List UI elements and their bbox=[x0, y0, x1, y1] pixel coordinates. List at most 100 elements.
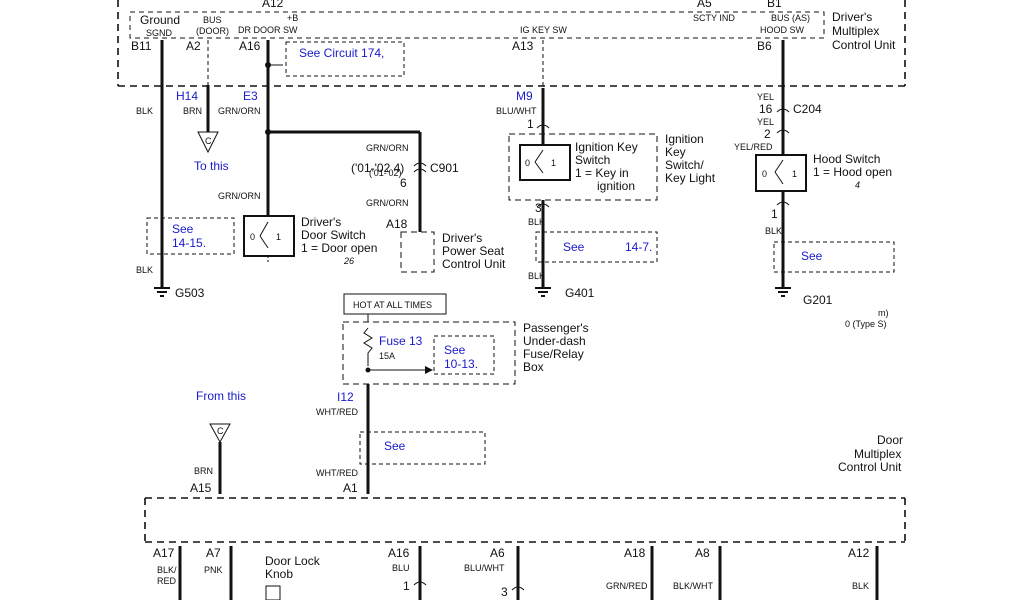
blk-door-label: BLK bbox=[852, 581, 869, 591]
see-ref-ign[interactable]: See bbox=[563, 240, 585, 254]
connector-c-triangle bbox=[197, 131, 219, 154]
door-unit-title-line2: Multiplex bbox=[854, 447, 901, 461]
c901-label: C901 bbox=[430, 161, 459, 175]
blk-red-label-1: BLK/ bbox=[157, 565, 177, 575]
ign-switch-subtitle: Switch bbox=[575, 153, 610, 167]
connector-c-label-2: C bbox=[217, 426, 224, 436]
connector-i12: I12 bbox=[337, 390, 354, 404]
ignition-key-circuit: M9 BLU/WHT 1 0 1 Ignition Key Switch 1 =… bbox=[496, 40, 716, 300]
bus-door-label: (DOOR) bbox=[196, 26, 229, 36]
note-m: m) bbox=[878, 308, 889, 318]
brn-wire-label: BRN bbox=[183, 106, 202, 116]
fuse-box-line3: Fuse/Relay bbox=[523, 347, 584, 361]
door-unit-title-line1: Door bbox=[877, 433, 903, 447]
g401-label: G401 bbox=[565, 286, 595, 300]
see-ref-fuse-2[interactable]: See bbox=[384, 439, 406, 453]
pin-16: 16 bbox=[759, 102, 773, 116]
pin-a12-door: A12 bbox=[848, 546, 870, 560]
connector-e3: E3 bbox=[243, 89, 258, 103]
blk-wire-label-2: BLK bbox=[136, 265, 153, 275]
pin-a17: A17 bbox=[153, 546, 175, 560]
pin-b6: B6 bbox=[757, 39, 772, 53]
fuse-box-circuit: HOT AT ALL TIMES Fuse 13 15A See 10-13. … bbox=[316, 293, 589, 495]
scty-ind-label: SCTY IND bbox=[693, 13, 735, 23]
ign-blk-label-2: BLK bbox=[528, 271, 545, 281]
see-ref-left-page[interactable]: 14-15. bbox=[172, 236, 206, 250]
svg-text:1: 1 bbox=[276, 232, 281, 242]
ign-switch-title: Ignition Key bbox=[575, 140, 638, 154]
svg-text:0: 0 bbox=[250, 232, 255, 242]
ign-pin-3: 3 bbox=[535, 201, 542, 215]
pin-a8: A8 bbox=[695, 546, 710, 560]
ign-title-line2: Key bbox=[665, 145, 686, 159]
dmcu-title-line1: Driver's bbox=[832, 10, 872, 24]
g503-label: G503 bbox=[175, 286, 205, 300]
drivers-multiplex-control-unit: Driver's Multiplex Control Unit Ground S… bbox=[117, 0, 906, 87]
svg-text:0: 0 bbox=[762, 169, 767, 179]
grn-orn-top-label: GRN/ORN bbox=[366, 143, 409, 153]
connector-c-triangle-2 bbox=[209, 423, 231, 444]
svg-text:1: 1 bbox=[551, 158, 556, 168]
pin-6: 6 bbox=[400, 176, 407, 190]
hood-fig: 4 bbox=[855, 180, 860, 190]
from-this-circuit: From this C BRN A15 bbox=[190, 389, 246, 495]
wht-red-label-2: WHT/RED bbox=[316, 468, 358, 478]
hood-switch-state: 1 = Hood open bbox=[813, 165, 892, 179]
hot-at-all-times-label: HOT AT ALL TIMES bbox=[353, 300, 432, 310]
connector-h14: H14 bbox=[176, 89, 198, 103]
pin-a16: A16 bbox=[239, 39, 261, 53]
fuse-amps-label: 15A bbox=[379, 351, 395, 361]
ign-blk-label-1: BLK bbox=[528, 217, 545, 227]
yel-label-1: YEL bbox=[757, 92, 774, 102]
pin-a16-door: A16 bbox=[388, 546, 410, 560]
pin-a7: A7 bbox=[206, 546, 221, 560]
seat-unit-line3: Control Unit bbox=[442, 257, 506, 271]
hot-at-all-times-box bbox=[343, 293, 447, 315]
ign-switch-state: 1 = Key in bbox=[575, 166, 629, 180]
grn-orn-label-b: GRN/ORN bbox=[218, 191, 261, 201]
hood-switch-box bbox=[755, 154, 807, 192]
bus-label: BUS bbox=[203, 15, 222, 25]
see-ref-fuse[interactable]: See bbox=[444, 343, 466, 357]
power-seat-circuit: GRN/ORN ('01-'02 4) C901 ('01-'02) 6 GRN… bbox=[351, 132, 506, 273]
door-pin-1: 1 bbox=[403, 579, 410, 593]
door-switch-circuit: E3 GRN/ORN GRN/ORN 0 1 Driver's Door Swi… bbox=[218, 40, 420, 266]
ground-g503-circuit: BLK BLK See 14-15. G503 bbox=[136, 40, 235, 300]
years-b-label: ('01-'02) bbox=[369, 168, 401, 178]
yel-red-label: YEL/RED bbox=[734, 142, 773, 152]
hood-pin-2: 2 bbox=[764, 127, 771, 141]
door-switch-fig: 26 bbox=[343, 256, 354, 266]
hood-switch-circuit: YEL 16 C204 YEL 2 YEL/RED 0 1 Hood Switc… bbox=[734, 40, 895, 329]
years-a-label: ('01-'02 4) bbox=[351, 161, 404, 175]
dmcu-title-line2: Multiplex bbox=[832, 24, 879, 38]
ig-key-sw-label: IG KEY SW bbox=[520, 25, 567, 35]
g201-label: G201 bbox=[803, 293, 833, 307]
pin-a6: A6 bbox=[490, 546, 505, 560]
bus-as-label: BUS (AS) bbox=[771, 13, 810, 23]
ign-title-line1: Ignition bbox=[665, 132, 704, 146]
ground-label: Ground bbox=[140, 13, 180, 27]
ign-title-line4: Key Light bbox=[665, 171, 716, 185]
blk-wire-label-1: BLK bbox=[136, 106, 153, 116]
pin-b11: B11 bbox=[131, 39, 152, 53]
grn-orn-label-a: GRN/ORN bbox=[218, 106, 261, 116]
yel-label-2: YEL bbox=[757, 117, 774, 127]
see-ref-hood[interactable]: See bbox=[801, 249, 823, 263]
door-unit-title-line3: Control Unit bbox=[838, 460, 902, 474]
see-ref-left[interactable]: See bbox=[172, 222, 194, 236]
see-circuit-link[interactable]: See Circuit 174, bbox=[299, 46, 384, 60]
hood-blk-label: BLK bbox=[765, 226, 782, 236]
door-pin-3: 3 bbox=[501, 585, 508, 599]
door-multiplex-control-unit: Door Multiplex Control Unit A17 BLK/ RED… bbox=[144, 433, 906, 600]
seat-unit-line2: Power Seat bbox=[442, 244, 505, 258]
see-ref-fuse-page[interactable]: 10-13. bbox=[444, 357, 478, 371]
pin-a18-seat: A18 bbox=[386, 217, 408, 231]
grn-orn-bot-label: GRN/ORN bbox=[366, 198, 409, 208]
from-this-label: From this bbox=[196, 389, 246, 403]
pin-a1: A1 bbox=[343, 481, 358, 495]
ign-switch-state2: ignition bbox=[597, 179, 635, 193]
door-switch-state: 1 = Door open bbox=[301, 241, 377, 255]
see-ref-ign-page[interactable]: 14-7. bbox=[625, 240, 652, 254]
fuse-13-label: Fuse 13 bbox=[379, 334, 423, 348]
